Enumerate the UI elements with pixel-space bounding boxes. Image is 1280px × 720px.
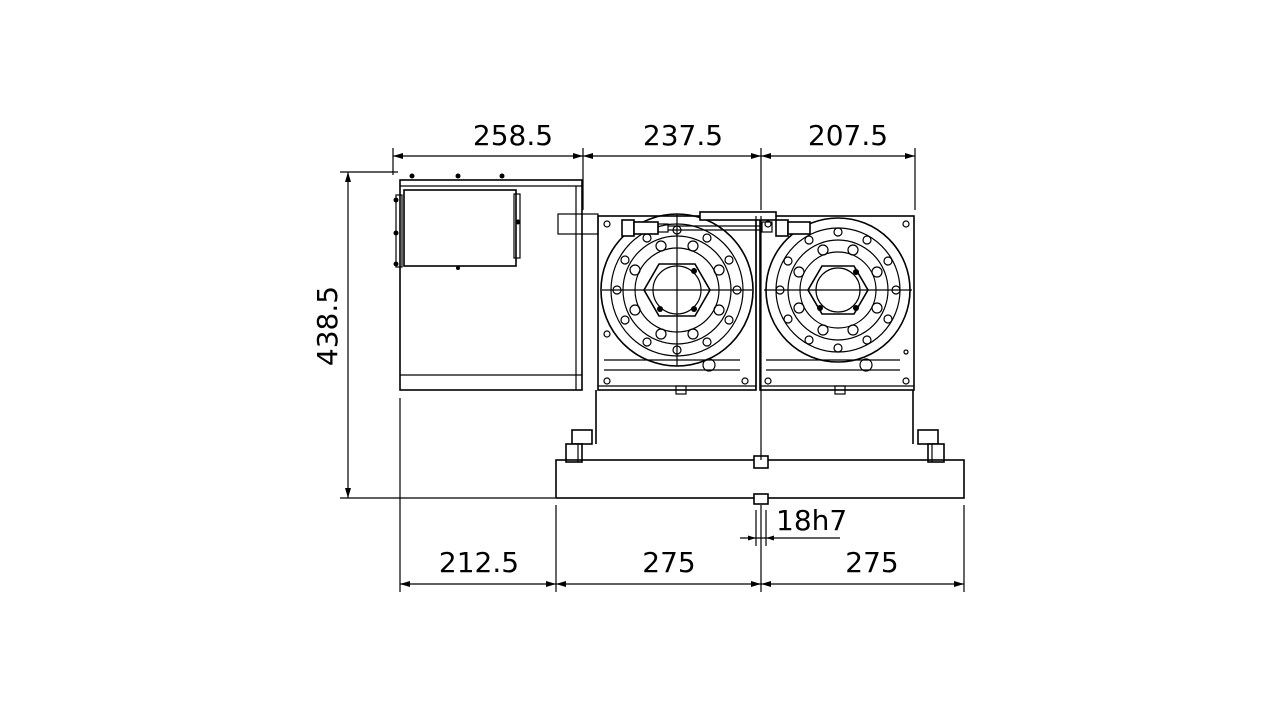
- dim-bottom-right: 275: [845, 546, 898, 579]
- rotary-table-2: [759, 215, 915, 395]
- motor-housing: [393, 173, 599, 391]
- rotary-table-1: [597, 213, 757, 395]
- dim-top-middle: 237.5: [643, 119, 723, 152]
- base-support: [555, 390, 965, 505]
- dim-bottom-left: 212.5: [439, 546, 519, 579]
- dim-bottom-middle: 275: [642, 546, 695, 579]
- dimension-lines: [340, 148, 965, 592]
- dimension-arrows: [345, 153, 964, 587]
- dim-height-left: 438.5: [311, 286, 344, 366]
- dim-top-right: 207.5: [808, 119, 888, 152]
- air-tube: [668, 211, 777, 390]
- dim-top-left: 258.5: [473, 119, 553, 152]
- dim-key-slot: 18h7: [776, 504, 847, 537]
